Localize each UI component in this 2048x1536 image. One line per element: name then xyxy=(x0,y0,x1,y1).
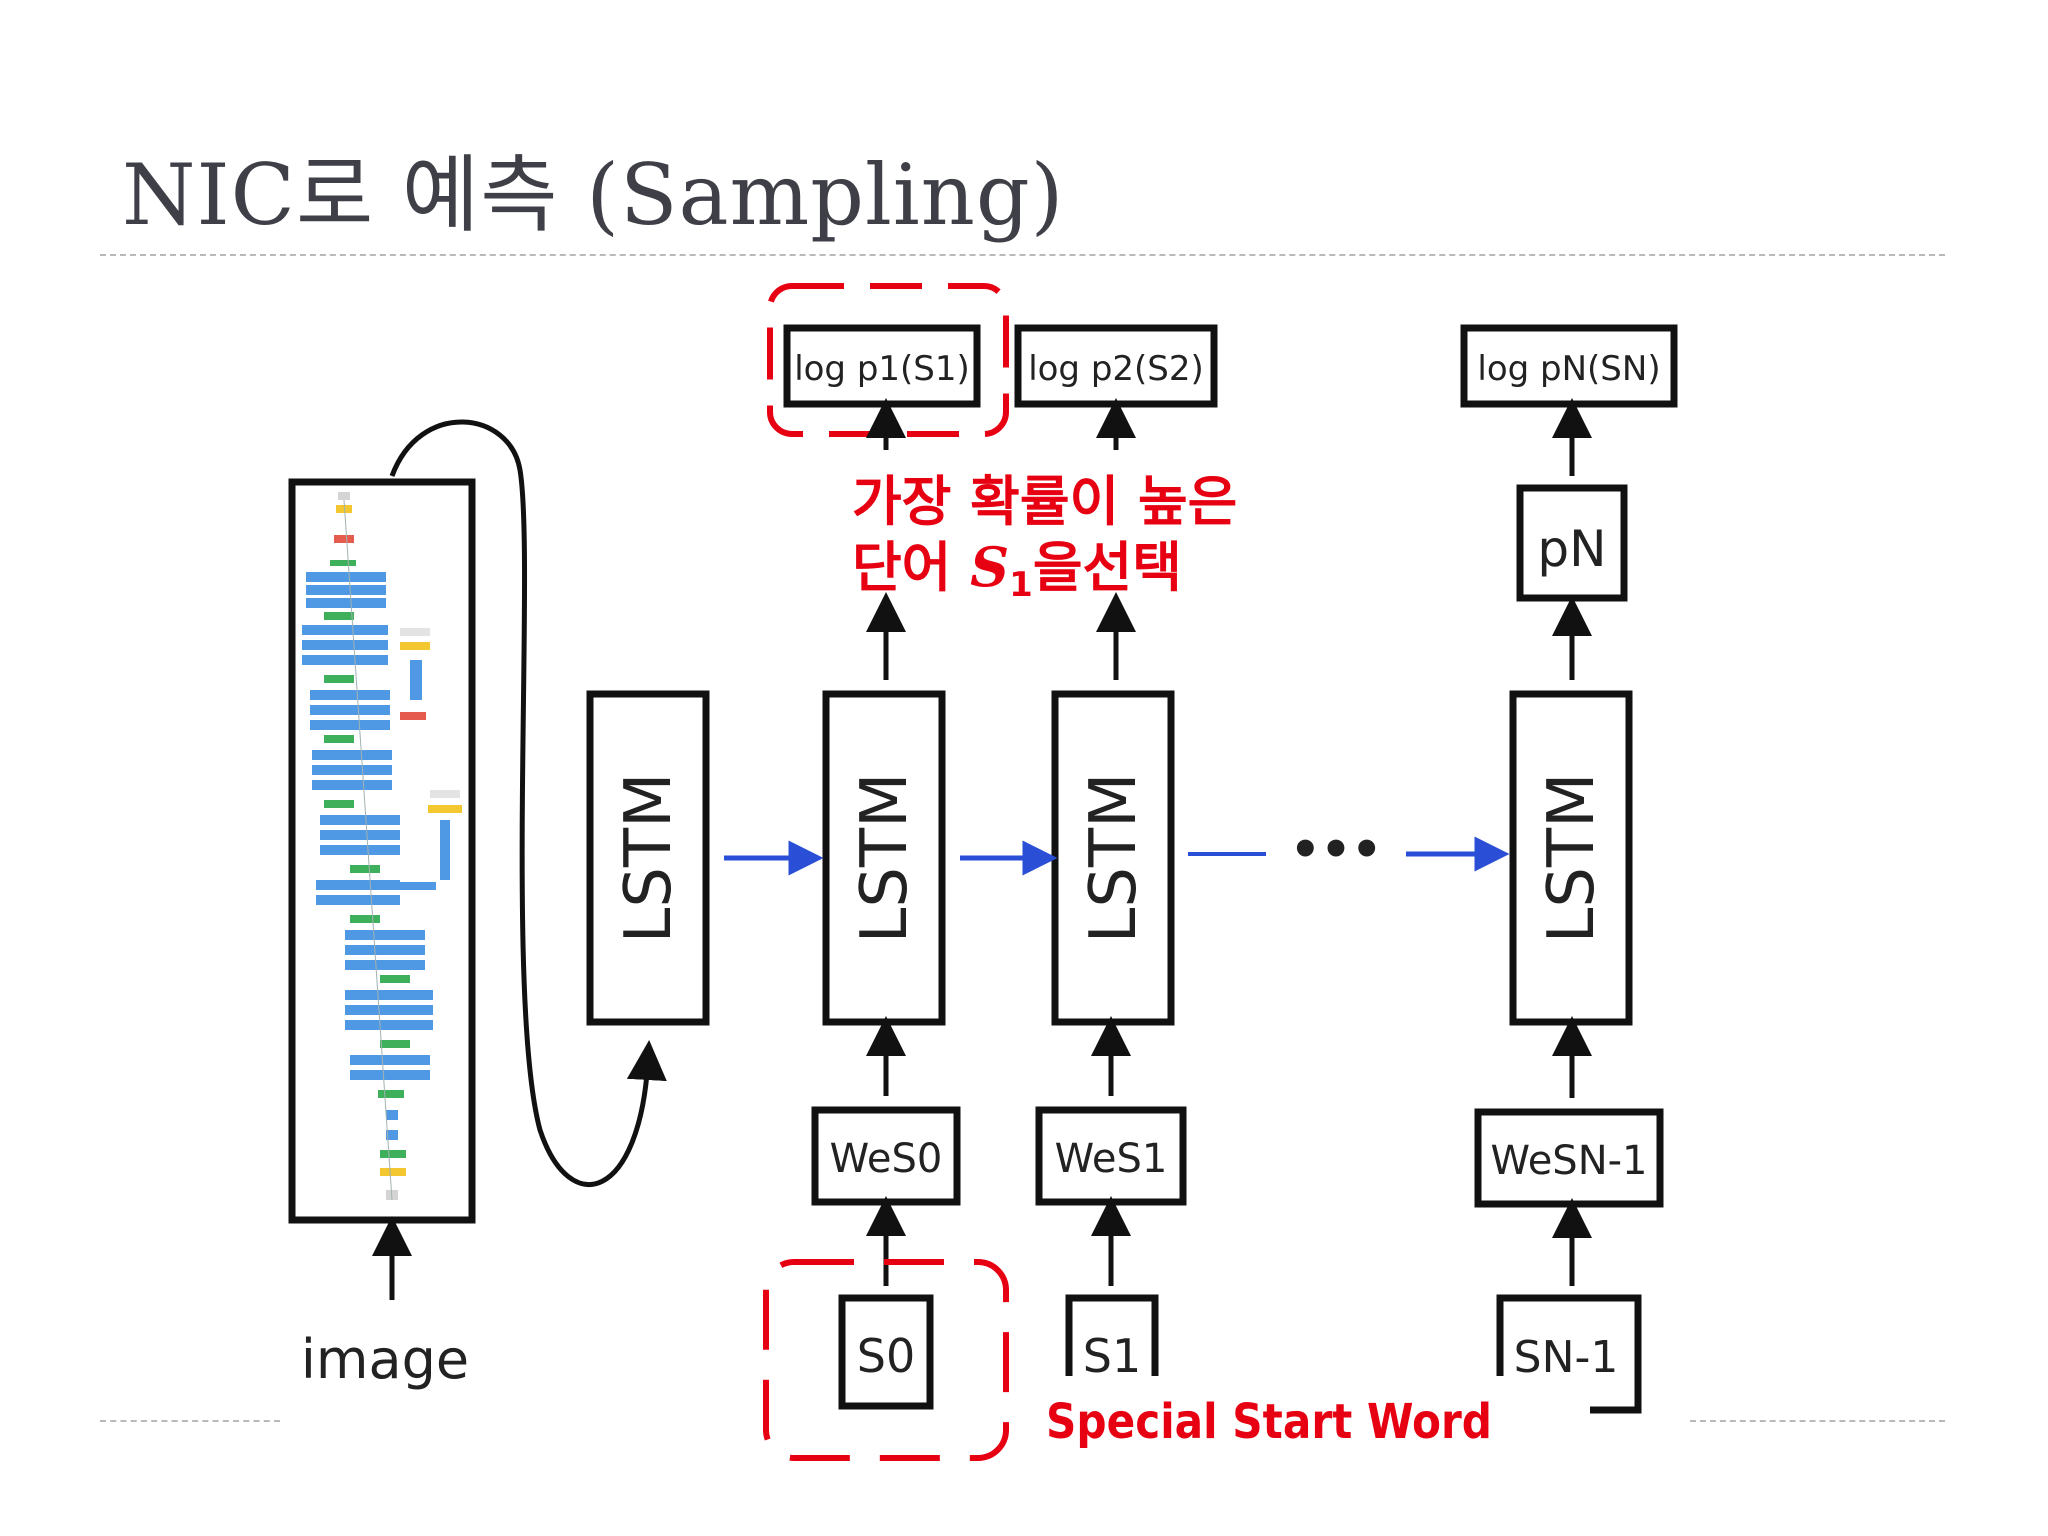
word-box-n: SN-1 xyxy=(1496,1294,1642,1420)
svg-text:WeS1: WeS1 xyxy=(1055,1136,1168,1182)
svg-text:LSTM: LSTM xyxy=(1077,773,1151,944)
softmax-box-n: pN xyxy=(1516,484,1628,602)
bottom-divider-left xyxy=(100,1420,280,1422)
page-title: NIC로 예측 (Sampling) xyxy=(122,146,1065,244)
svg-text:LSTM: LSTM xyxy=(1535,773,1609,944)
embedding-box-0: WeS0 xyxy=(811,1106,961,1206)
cnn-to-lstm-connector xyxy=(389,419,667,1187)
word-box-1: S1 xyxy=(1040,1294,1180,1416)
svg-text:log pN(SN): log pN(SN) xyxy=(1477,349,1660,389)
svg-text:WeS0: WeS0 xyxy=(830,1136,943,1182)
output-box-n: log pN(SN) xyxy=(1460,324,1678,408)
bottom-divider-right xyxy=(1690,1420,1945,1422)
annotation-top-line1: 가장 확률이 높은 xyxy=(852,470,1237,533)
svg-text:SN-1: SN-1 xyxy=(1514,1332,1619,1383)
svg-text:log p1(S1): log p1(S1) xyxy=(794,349,970,389)
lstm-cell-1: LSTM xyxy=(822,690,946,1026)
ellipsis: ••• xyxy=(1290,822,1382,878)
svg-text:log p2(S2): log p2(S2) xyxy=(1028,349,1204,389)
output-box-2: log p2(S2) xyxy=(1014,324,1218,408)
annotation-bottom: Special Start Word xyxy=(1046,1394,1492,1450)
word-box-0: S0 xyxy=(838,1294,934,1410)
image-label: image xyxy=(301,1328,469,1391)
svg-text:LSTM: LSTM xyxy=(848,773,922,944)
svg-text:S1: S1 xyxy=(1083,1329,1141,1383)
svg-text:WeSN-1: WeSN-1 xyxy=(1490,1138,1647,1184)
embedding-box-n: WeSN-1 xyxy=(1474,1108,1664,1208)
lstm-cell-n: LSTM xyxy=(1509,690,1633,1026)
output-box-1: log p1(S1) xyxy=(783,324,981,408)
embedding-box-1: WeS1 xyxy=(1035,1106,1187,1206)
highlight-output-1 xyxy=(767,283,1009,437)
highlight-start-word xyxy=(763,1259,1009,1461)
title-divider xyxy=(100,254,1945,256)
cnn-box xyxy=(288,478,476,1224)
svg-text:S0: S0 xyxy=(857,1329,915,1383)
lstm-cell-0: LSTM xyxy=(586,690,710,1026)
svg-text:LSTM: LSTM xyxy=(612,773,686,944)
cnn-thumbnail xyxy=(302,492,462,1201)
lstm-cell-2: LSTM xyxy=(1051,690,1175,1026)
svg-text:pN: pN xyxy=(1537,520,1606,578)
annotation-top-line2: 단어 S1을선택 xyxy=(852,535,1182,605)
